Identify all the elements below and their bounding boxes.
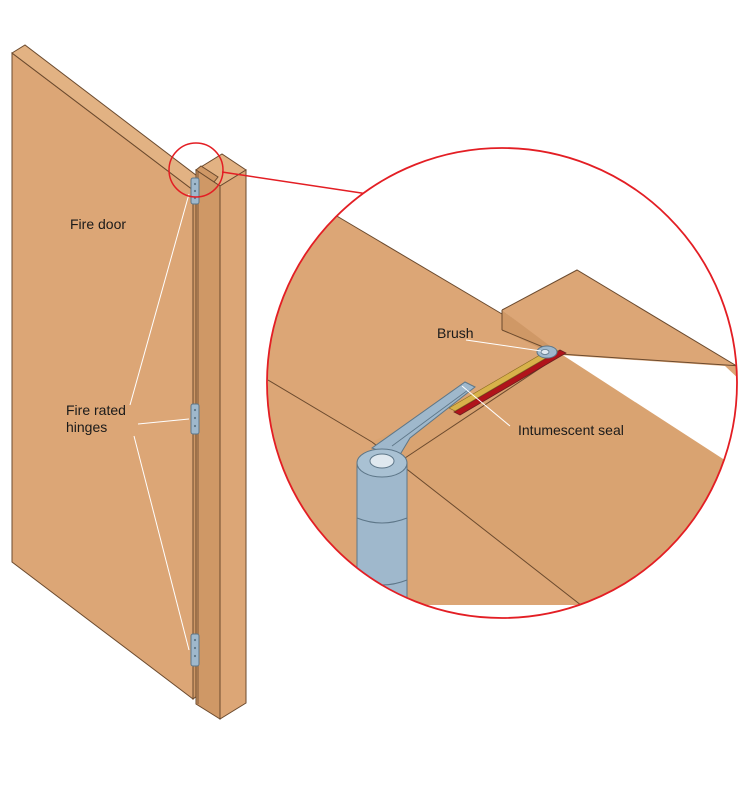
hinge-leader-lines [129, 193, 190, 651]
zoom-detail [267, 148, 737, 618]
detail-callout-circle [168, 142, 224, 198]
hinge-middle [190, 403, 200, 435]
brush-label: Brush [437, 325, 474, 341]
detail-zoom-circle [266, 147, 738, 619]
frame-face [219, 169, 247, 720]
door-frame [195, 153, 247, 720]
hinge-top [190, 177, 200, 205]
frame-front [195, 169, 221, 720]
door-front-face [11, 51, 194, 701]
detail-connector-line [221, 171, 369, 195]
zoom-hinge-barrel [356, 448, 408, 618]
zoom-door-top [268, 212, 558, 462]
zoom-frame-stop-step [502, 310, 558, 352]
brush-strip [448, 347, 559, 412]
fire-rated-hinges-label: Fire rated hinges [66, 402, 126, 435]
hinge-bottom [190, 633, 200, 667]
fire-door-label: Fire door [70, 216, 127, 232]
zoom-leader-lines [461, 339, 542, 427]
intumescent-seal-label: Intumescent seal [518, 422, 624, 438]
